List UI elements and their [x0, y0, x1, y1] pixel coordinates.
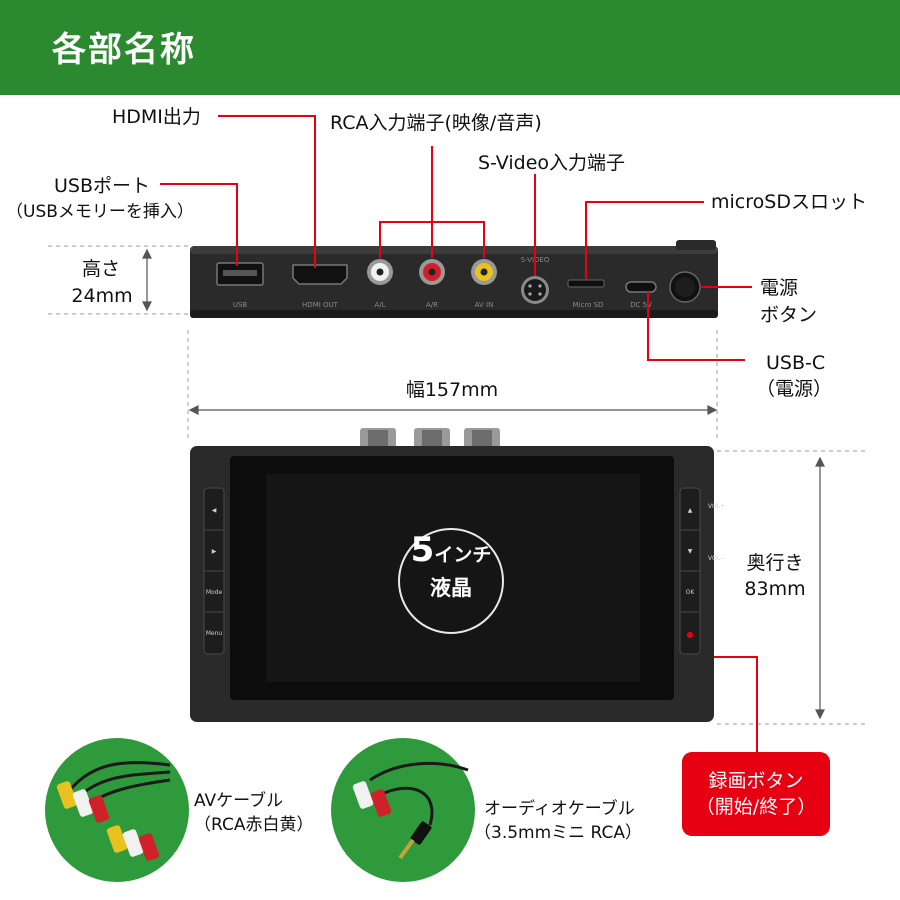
- button-mode: Mode: [206, 589, 223, 596]
- label-usbc-power: （電源）: [756, 378, 833, 400]
- port-label-al: A/L: [374, 301, 385, 309]
- measurement-guides: [48, 245, 865, 725]
- record-button-callout: 録画ボタン （開始/終了）: [682, 752, 830, 836]
- right-button-strip: [679, 487, 701, 655]
- rca-jack-red: [419, 259, 445, 285]
- button-menu: Menu: [206, 630, 223, 637]
- vol-plus-label: VOL+: [708, 503, 725, 510]
- lcd-screen: [266, 474, 640, 682]
- label-power-button: ボタン: [760, 304, 818, 326]
- button-ok: OK: [686, 589, 696, 596]
- label-depth: 奥行き: [746, 552, 804, 574]
- page-title: 各部名称: [52, 30, 196, 70]
- label-height-value: 24mm: [71, 285, 133, 307]
- label-microsd-slot: microSDスロット: [711, 191, 867, 213]
- device-top-view: ◀ ▶ Mode Menu ▲ ▼ OK ● VOL+ VOL−: [190, 428, 725, 722]
- lcd-badge-label: 5インチ 液晶: [398, 530, 504, 602]
- label-svideo-input: S-Video入力端子: [478, 152, 626, 174]
- device-front-panel: USB HDMI OUT A/L A/R AV IN S-VIDEO Micro…: [190, 240, 718, 318]
- lcd-size-unit: インチ: [434, 544, 492, 566]
- dimension-arrows: [142, 248, 825, 720]
- lcd-badge-circle: [398, 528, 504, 634]
- port-label-dc: DC 5V: [630, 301, 652, 309]
- button-vol-up: ▲: [688, 507, 693, 514]
- vol-minus-label: VOL−: [708, 555, 725, 562]
- label-audio-cable: オーディオケーブル: [484, 799, 635, 819]
- label-usb-port-note: （USBメモリーを挿入）: [6, 202, 194, 222]
- header-bar: 各部名称: [0, 0, 900, 95]
- label-hdmi-output: HDMI出力: [112, 106, 201, 128]
- label-av-cable-note: （RCA赤白黄）: [194, 815, 314, 835]
- label-rca-input: RCA入力端子(映像/音声): [330, 112, 542, 134]
- label-width: 幅157mm: [405, 379, 499, 401]
- label-usbc: USB-C: [766, 352, 826, 374]
- port-label-microsd: Micro SD: [573, 301, 604, 309]
- rca-jack-yellow: [471, 259, 497, 285]
- hdmi-port: [292, 264, 348, 285]
- left-button-strip: [203, 487, 225, 655]
- button-record: ●: [687, 630, 694, 639]
- label-usb-port: USBポート: [54, 175, 151, 197]
- port-label-ar: A/R: [426, 301, 438, 309]
- lcd-type: 液晶: [430, 576, 472, 600]
- label-height: 高さ: [81, 258, 120, 280]
- microsd-slot: [567, 279, 605, 288]
- button-left-arrow: ◀: [212, 507, 217, 514]
- label-av-cable: AVケーブル: [194, 791, 284, 811]
- svideo-port: [521, 276, 549, 304]
- lcd-size-number: 5: [410, 530, 435, 570]
- rca-jack-white: [367, 259, 393, 285]
- port-label-hdmi: HDMI OUT: [302, 301, 339, 309]
- audio-cable-image: [331, 738, 475, 882]
- button-right-arrow: ▶: [212, 548, 217, 555]
- record-button-label: 録画ボタン: [708, 770, 804, 792]
- port-label-usb: USB: [233, 301, 248, 309]
- av-cable-image: [45, 738, 189, 882]
- record-button-note: （開始/終了）: [695, 796, 817, 818]
- label-power: 電源: [760, 277, 799, 299]
- label-depth-value: 83mm: [744, 578, 806, 600]
- port-label-avin: AV IN: [475, 301, 494, 309]
- label-audio-cable-note: （3.5mmミニ RCA）: [474, 823, 643, 843]
- usbc-port: [625, 281, 657, 293]
- button-vol-down: ▼: [688, 548, 693, 555]
